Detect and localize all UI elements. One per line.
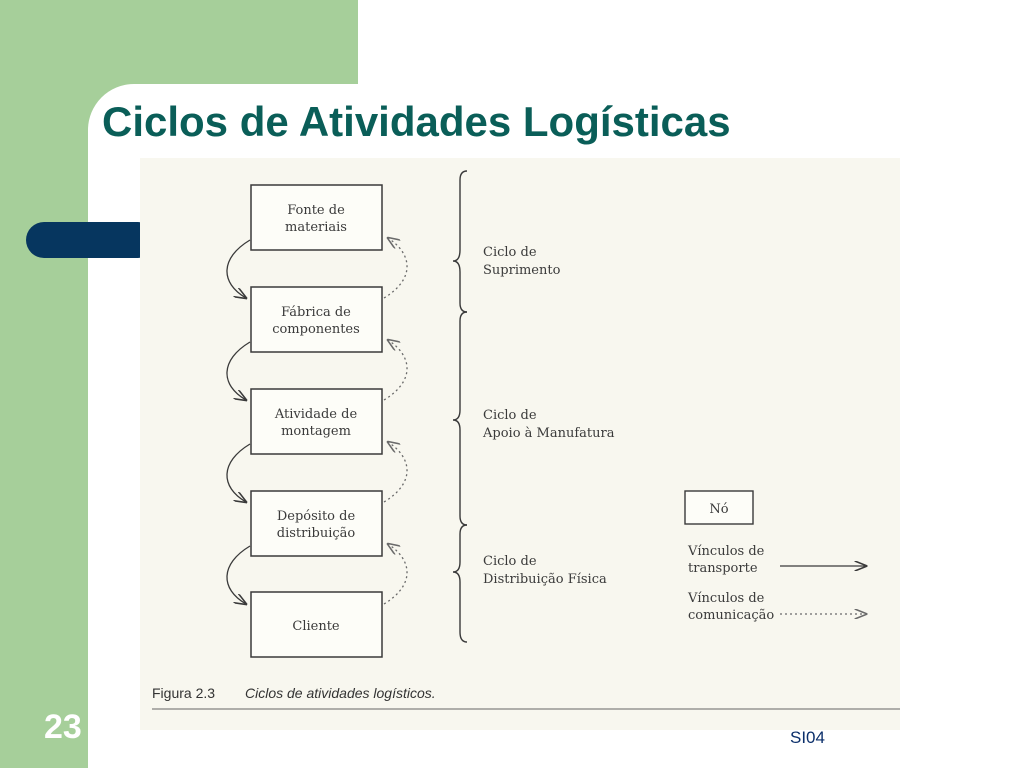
cycle-braces [452, 170, 468, 643]
svg-text:Fonte de: Fonte de [287, 203, 345, 218]
transport-links [226, 239, 251, 604]
svg-text:Vínculos de: Vínculos de [687, 591, 765, 606]
legend-communication: Vínculos de comunicação [687, 591, 866, 623]
svg-text:Ciclo de: Ciclo de [483, 408, 537, 423]
svg-text:Nó: Nó [709, 502, 728, 517]
svg-text:Cliente: Cliente [292, 619, 340, 634]
svg-text:Ciclo de: Ciclo de [483, 245, 537, 260]
node-atividade-montagem: Atividade de montagem [250, 388, 383, 455]
diagram-canvas: Fonte de materiais Fábrica de componente… [152, 170, 900, 710]
cycle-label-suprimento: Ciclo de Suprimento [483, 245, 561, 278]
svg-text:montagem: montagem [281, 424, 351, 439]
svg-text:Distribuição Física: Distribuição Física [483, 572, 607, 587]
svg-text:Suprimento: Suprimento [483, 263, 561, 278]
svg-text:Vínculos de: Vínculos de [687, 544, 765, 559]
figure-logistics-cycles: Fonte de materiais Fábrica de componente… [140, 158, 900, 730]
cycle-label-apoio-manufatura: Ciclo de Apoio à Manufatura [482, 408, 615, 441]
svg-text:comunicação: comunicação [688, 608, 774, 623]
svg-text:Fábrica de: Fábrica de [281, 305, 351, 320]
cycle-label-distribuicao-fisica: Ciclo de Distribuição Física [483, 554, 607, 587]
figure-caption-number: Figura 2.3 [152, 685, 216, 701]
svg-text:Ciclo de: Ciclo de [483, 554, 537, 569]
svg-text:distribuição: distribuição [277, 526, 356, 541]
svg-text:Apoio à Manufatura: Apoio à Manufatura [482, 426, 615, 441]
svg-text:materiais: materiais [285, 220, 347, 235]
svg-text:transporte: transporte [688, 561, 758, 576]
legend-node: Nó [684, 490, 754, 525]
node-fabrica-componentes: Fábrica de componentes [250, 286, 383, 353]
node-fonte-materiais: Fonte de materiais [250, 184, 383, 251]
slide-number: 23 [44, 708, 82, 746]
node-cliente: Cliente [250, 591, 383, 658]
node-deposito-distribuicao: Depósito de distribuição [250, 490, 383, 557]
svg-text:Atividade de: Atividade de [274, 407, 358, 422]
legend-transport: Vínculos de transporte [687, 544, 866, 576]
svg-text:Depósito de: Depósito de [277, 509, 356, 524]
slide-title: Ciclos de Atividades Logísticas [102, 98, 731, 145]
top-white-band [358, 0, 1024, 90]
svg-text:componentes: componentes [272, 322, 360, 337]
footer-code: SI04 [790, 728, 825, 747]
accent-bar [26, 222, 156, 258]
figure-caption-text: Ciclos de atividades logísticos. [245, 685, 436, 701]
communication-links [383, 238, 408, 605]
